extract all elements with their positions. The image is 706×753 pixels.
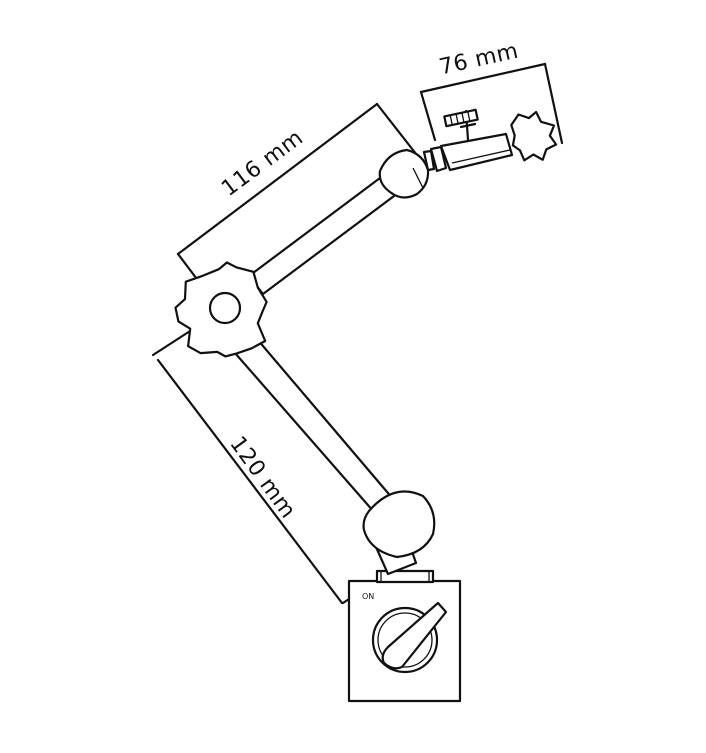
thumb-screw [443,108,479,142]
clamp-assembly [422,132,514,173]
switch-on-label: ON [362,592,374,601]
dimension-clamp [419,62,564,145]
on-off-switch [371,601,448,674]
center-star-knob [174,261,268,358]
upper-arm [247,148,430,296]
clamp-star-knob [510,110,558,162]
clamp-dimension-label: 76 mm [437,39,521,81]
lower-arm-dimension-label: 120 mm [224,432,300,523]
magnetic-base [347,569,462,703]
lower-arm [233,337,436,576]
